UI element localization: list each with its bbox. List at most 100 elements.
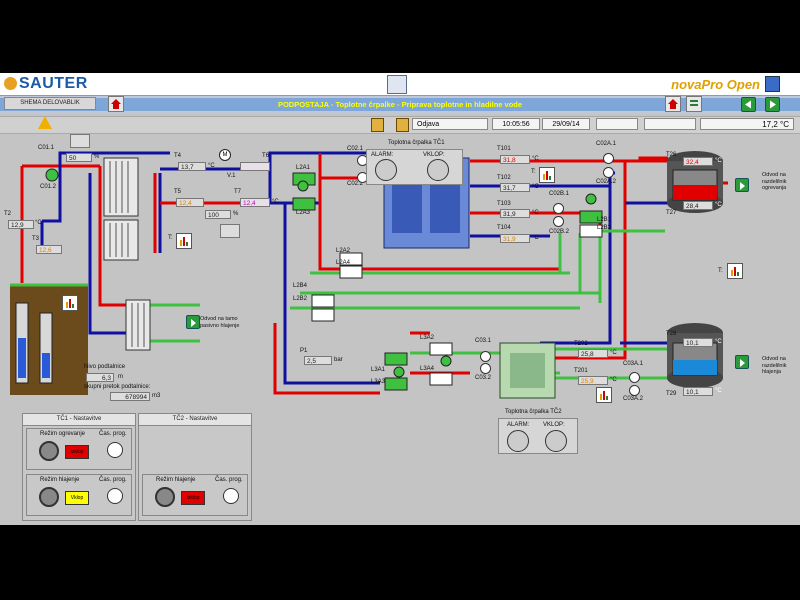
list-icon[interactable] [686,96,702,112]
c02-1-label: C02.1 [347,146,364,152]
tc1-cool-timeprog-label: Čas. prog. [99,477,127,483]
warning-icon[interactable] [38,116,52,129]
hp2-title: Toplotna črpalka TČ2 [505,409,562,415]
t26-label: T26 [666,152,677,158]
t2-label: T2 [4,211,12,217]
tc2-cool-knob[interactable] [155,487,175,507]
valve-v1-pct: 100 [205,210,231,219]
trend-icon-hp1[interactable] [539,167,555,183]
t-trend-label: T: [168,235,173,241]
outdoor-temp: 17,2 °C [700,118,794,130]
trend-icon-hp2[interactable] [596,387,612,403]
p1-label: P1 [300,348,308,354]
cool-dist-icon[interactable] [735,355,749,369]
t7-unit: °C [272,199,279,205]
nav-button[interactable]: SHEMA DELOVABLIK [4,97,96,110]
tc1-heat-knob[interactable] [39,441,59,461]
tc1-settings-panel: TČ1 - Nastavitve Režim ogrevanje Čas. pr… [22,413,136,521]
trend-icon-well[interactable] [62,295,78,311]
tc2-cool-clock-icon[interactable] [223,488,239,504]
t26-value: 32,4 [683,157,713,166]
tc1-cool-knob[interactable] [39,487,59,507]
drain-icon[interactable] [186,315,200,329]
title-bar [0,98,800,111]
status-empty-2 [644,118,696,130]
lock-icon[interactable] [371,118,384,132]
trend-icon-tanks[interactable] [727,263,743,279]
l3a4-label: L3A4 [420,366,435,372]
tc1-heat-off-button[interactable]: Izklop [65,445,89,459]
t3-label: T3 [32,236,40,242]
tc1-cool-clock-icon[interactable] [107,488,123,504]
tc1-heat-box: Režim ogrevanje Čas. prog. Izklop [26,428,132,470]
p1-unit: bar [334,357,343,363]
t4-value: 13,7 [178,162,206,171]
t102-unit: °C [532,184,539,190]
gauge-c02b-2 [553,216,564,227]
t27-label: T27 [666,210,677,216]
t4-label: T4 [174,153,182,159]
clock-date: 29/09/14 [542,118,590,130]
app-menu-icon[interactable] [765,76,780,92]
tc2-settings-panel: TČ2 - Nastavitve Režim hlajenje Čas. pro… [138,413,252,521]
c02b-1-label: C02B.1 [549,191,570,197]
t202-value: 25,8 [578,349,608,358]
heat-exchanger-1 [103,157,139,217]
l3a2-label: L3A2 [420,335,435,341]
c02-2-label: C02.2 [347,181,364,187]
t28-value: 10,1 [683,338,713,347]
t104-unit: °C [532,235,539,241]
hp1-vklop-label: VKLOP: [423,152,445,158]
user-status[interactable]: Odjava [412,118,488,130]
heat-pump-2 [499,342,556,399]
t103-value: 31,9 [500,209,530,218]
tc2-cool-timeprog-label: Čas. prog. [215,477,243,483]
gauge-c03-2 [480,363,491,374]
back-icon[interactable] [741,97,756,112]
sauter-logo: SAUTER [4,75,88,93]
c02a-1-label: C02A.1 [596,141,617,147]
t101-unit: °C [532,156,539,162]
t101-value: 31,8 [500,155,530,164]
status-empty [596,118,638,130]
l3a3-label: L3A3 [371,379,386,385]
sun-icon [4,77,17,90]
footer-black [0,525,800,600]
gauge-c02b-1 [553,203,564,214]
trend-icon-mid[interactable] [176,233,192,249]
app-header: SAUTER novaPro Open [0,73,800,96]
p1-value: 2,5 [304,356,332,365]
valve-v1-setpoint[interactable] [220,224,240,238]
t102-value: 31,7 [500,183,530,192]
tc1-cool-on-button[interactable]: Vklop [65,491,89,505]
level-value: 6,3 [86,373,114,382]
valve-c01-pct: 50 [66,153,92,162]
t202-label: T202 [574,341,588,347]
t-trend-label-tanks: T: [718,268,723,274]
t5-label: T5 [174,189,182,195]
tc2-cool-off-button[interactable]: Izklop [181,491,205,505]
c03a-1-label: C03A.1 [623,361,644,367]
t103-unit: °C [532,210,539,216]
building-icon[interactable] [387,75,407,94]
clock-time: 10:05:56 [492,118,540,130]
c03-1-label: C03.1 [475,338,492,344]
valve-c01-setpoint[interactable] [70,134,90,148]
lock-icon-2[interactable] [396,118,409,132]
gauge-c02a-1 [603,153,614,164]
home-icon-right[interactable] [665,96,681,112]
hp1-status-panel: ALARM: VKLOP: [366,149,463,185]
t3-value: 12,6 [36,245,62,254]
t201-label: T201 [574,368,588,374]
c03a-2-label: C03A.2 [623,396,644,402]
tc1-heat-clock-icon[interactable] [107,442,123,458]
t6-label: T6 [262,153,270,159]
valve-v1-unit: % [233,211,239,217]
heat-dist-icon[interactable] [735,178,749,192]
t5-value: 12,4 [176,198,204,207]
motor-m-icon[interactable]: M [219,149,231,161]
t7-label: T7 [234,189,242,195]
home-icon[interactable] [108,96,124,112]
gauge-c03-1 [480,351,491,362]
forward-icon[interactable] [765,97,780,112]
